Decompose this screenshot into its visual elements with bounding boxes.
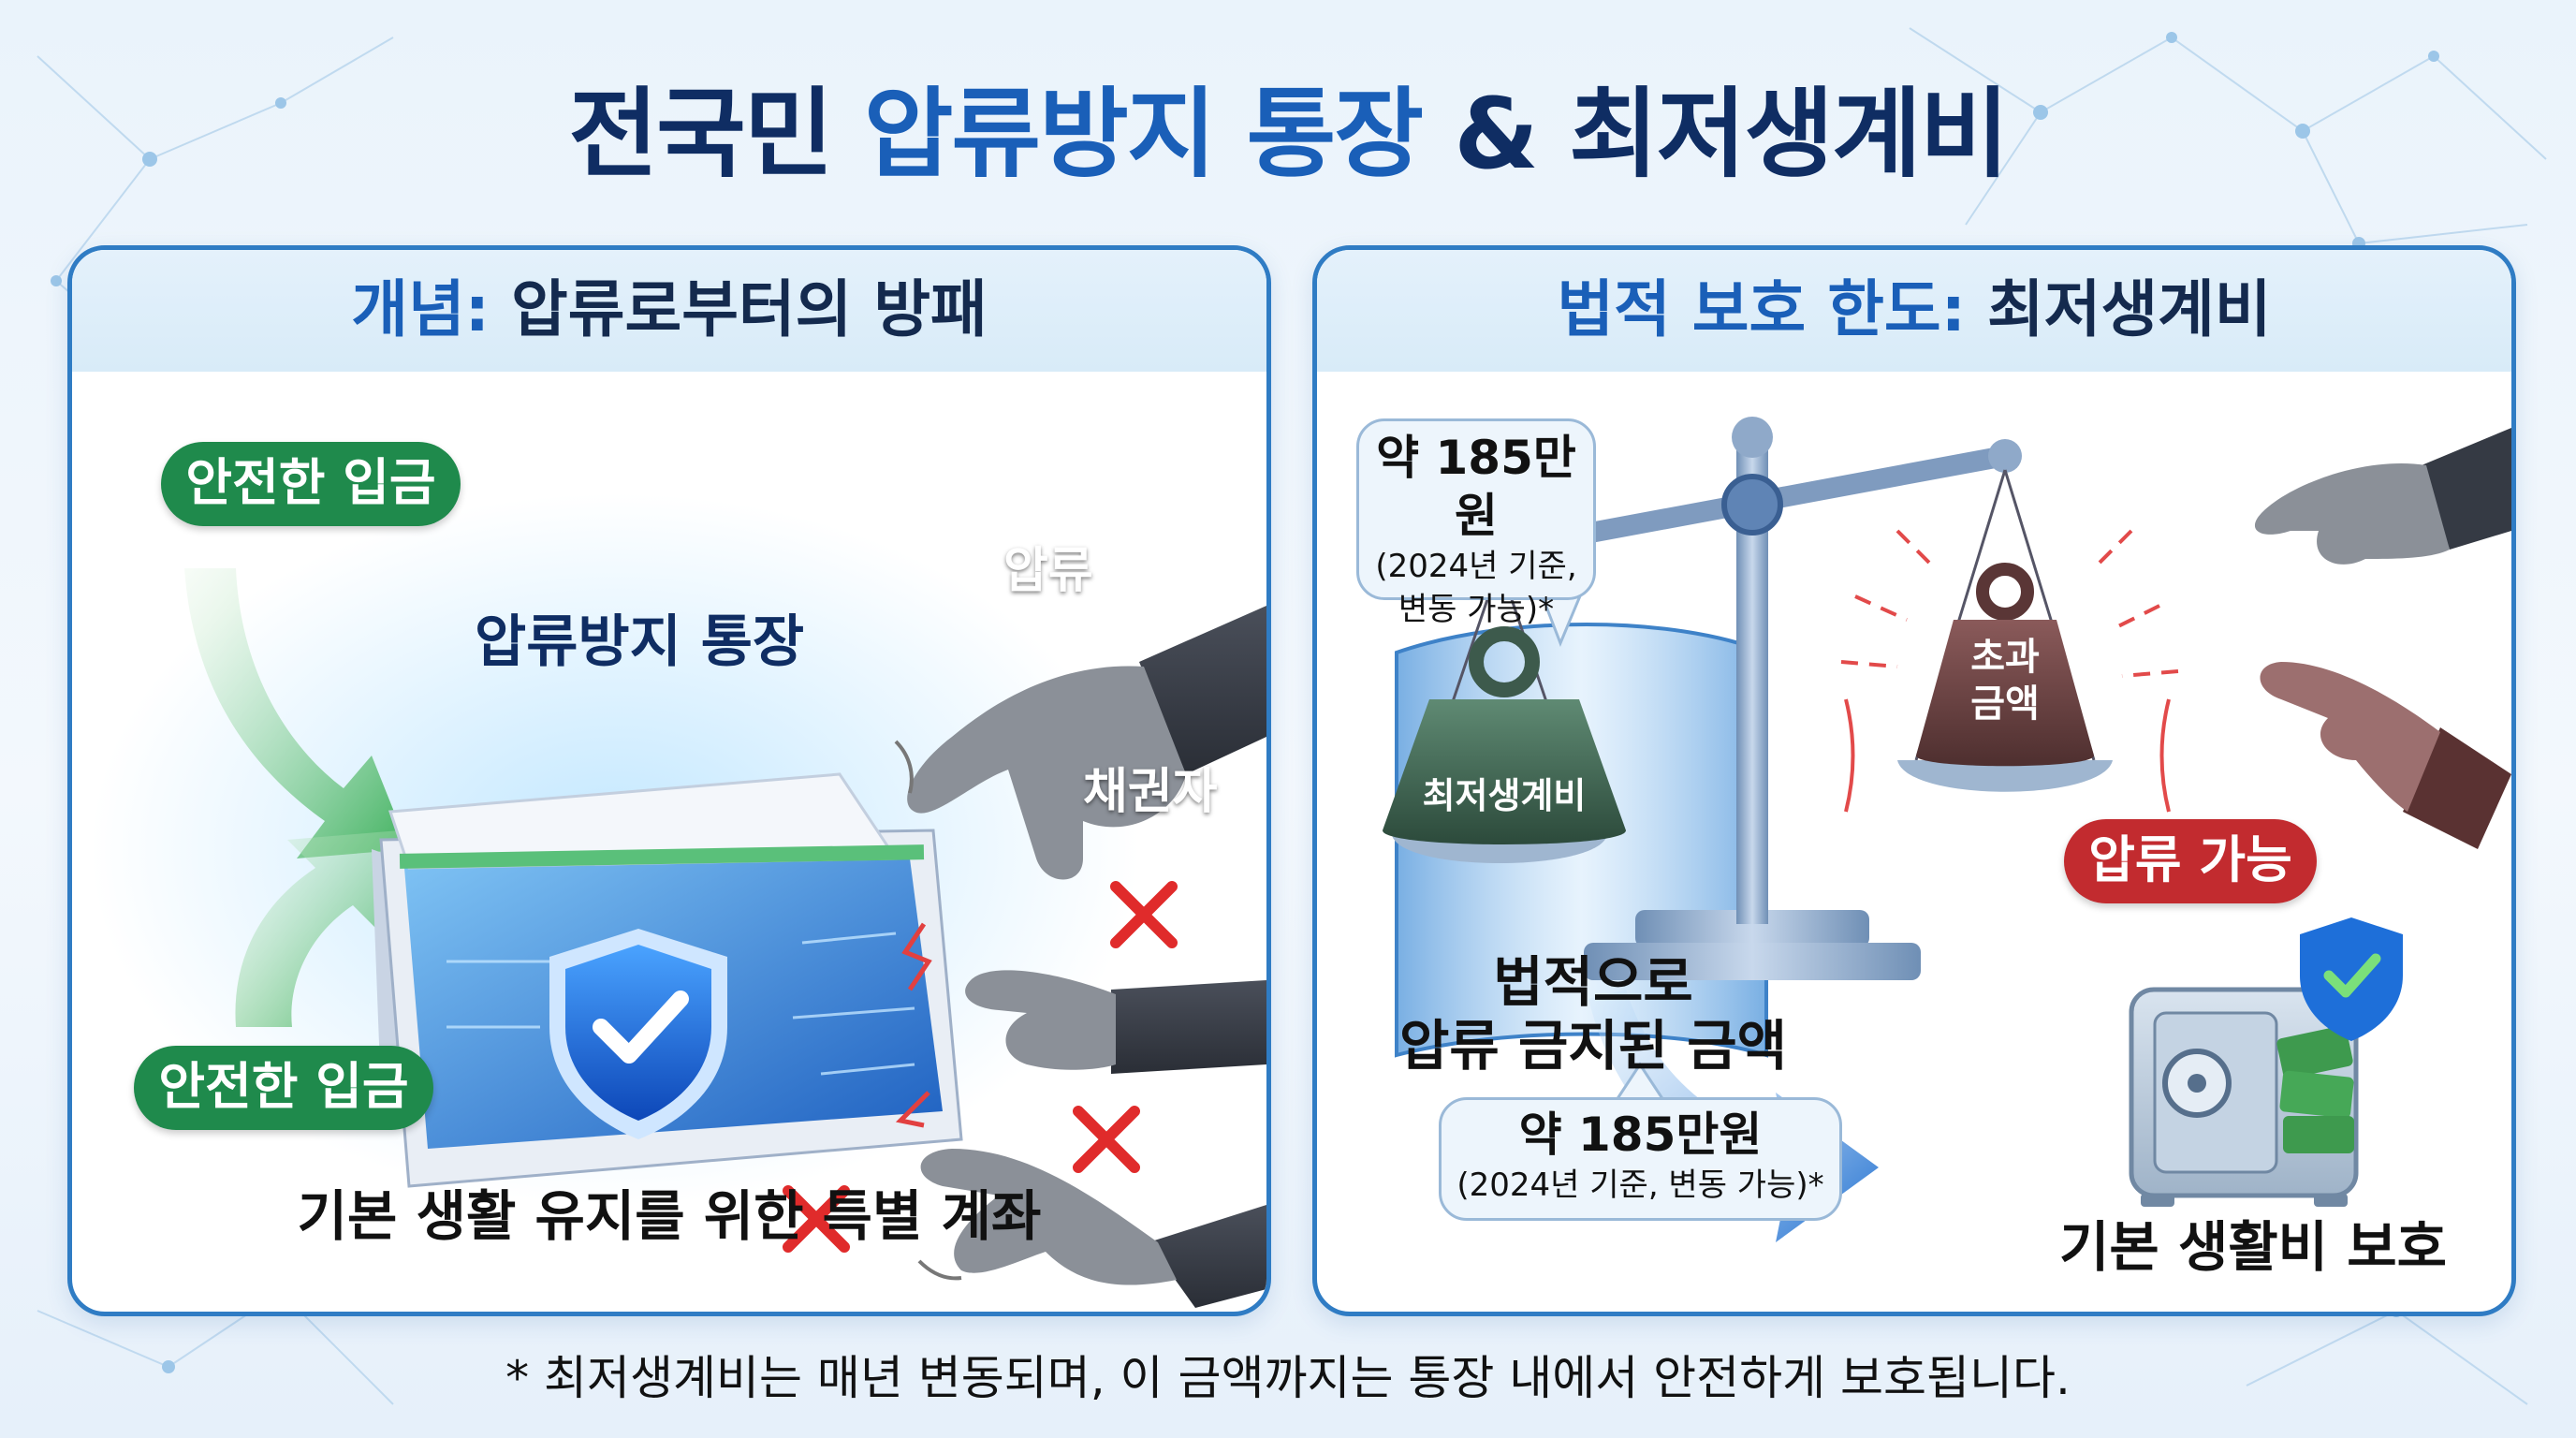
- deposit-pill-top: 안전한 입금: [161, 442, 461, 526]
- amount-bubble-bottom-value: 약 185만원: [1518, 1108, 1763, 1162]
- weight-icon-minimum: [1383, 626, 1626, 844]
- amount-bubble-top-note1: (2024년 기준,: [1375, 548, 1577, 585]
- hand-icon-bottom: [920, 1149, 1266, 1308]
- protected-caption: 법적으로 압류 금지된 금액: [1383, 950, 1804, 1078]
- amount-bubble-bottom: 약 185만원 (2024년 기준, 변동 가능)*: [1439, 1097, 1842, 1221]
- legal-header-text: 최저생계비: [1966, 273, 2272, 345]
- title-part1: 전국민: [568, 77, 864, 191]
- shield-check-icon-safe: [2300, 917, 2403, 1041]
- deposit-arrow-top: [184, 568, 409, 858]
- protected-caption-line1: 법적으로: [1493, 950, 1693, 1014]
- balance-scale-icon: [1392, 417, 2113, 980]
- amount-bubble-top: 약 185만원 (2024년 기준, 변동 가능)*: [1356, 418, 1596, 628]
- concept-header-text: 압류로부터의 방패: [490, 273, 988, 345]
- money-icon: [2276, 1025, 2354, 1153]
- weight-label-excess-line2: 금액: [1970, 682, 2040, 726]
- legal-illustration: [1383, 417, 2511, 1242]
- weight-label-minimum: 최저생계비: [1422, 775, 1587, 816]
- weight-label-excess-line1: 초과: [1970, 636, 2040, 679]
- title-part2: & 최저생계비: [1422, 77, 2009, 191]
- hand-icon-middle: [965, 970, 1266, 1074]
- amount-bubble-top-value: 약 185만원: [1376, 431, 1576, 543]
- protected-caption-line2: 압류 금지된 금액: [1399, 1014, 1787, 1078]
- passbook-label: 압류방지 통장: [475, 609, 805, 675]
- legal-header-highlight: 법적 보호 한도:: [1557, 273, 1967, 345]
- safe-icon: [2129, 987, 2359, 1207]
- concept-caption: 기본 생활 유지를 위한 특별 계좌: [297, 1184, 1042, 1248]
- concept-panel-header: 개념: 압류로부터의 방패: [72, 250, 1266, 372]
- legal-panel-header: 법적 보호 한도: 최저생계비: [1317, 250, 2511, 372]
- concept-illustration: [91, 493, 1266, 1308]
- shield-check-icon: [549, 929, 727, 1139]
- legal-limit-panel: 법적 보호 한도: 최저생계비: [1312, 245, 2516, 1316]
- hand-icon-top: [907, 606, 1266, 880]
- passbook: [372, 772, 963, 1188]
- amount-bubble-top-note2: 변동 가능)*: [1398, 591, 1555, 628]
- x-mark-icon: [783, 881, 1178, 1253]
- deposit-pill-bottom: 안전한 입금: [134, 1046, 433, 1130]
- footnote: * 최저생계비는 매년 변동되며, 이 금액까지는 통장 내에서 안전하게 보호…: [505, 1351, 2071, 1405]
- deposit-arrow-bottom: [235, 830, 400, 1027]
- seizable-pill: 압류 가능: [2064, 819, 2317, 903]
- concept-header-highlight: 개념:: [351, 273, 490, 345]
- concept-panel: 개념: 압류로부터의 방패: [67, 245, 1271, 1316]
- hand-label-creditor: 채권자: [1083, 764, 1218, 820]
- safe-caption: 기본 생활비 보호: [2059, 1215, 2447, 1279]
- page-title: 전국민 압류방지 통장 & 최저생계비: [0, 54, 2576, 196]
- weight-label-excess: 초과 금액: [1958, 634, 2052, 727]
- hand-label-seizure: 압류: [1003, 543, 1093, 599]
- weight-icon-excess: [1916, 563, 2094, 767]
- title-highlight: 압류방지 통장: [863, 77, 1424, 191]
- amount-bubble-bottom-note: (2024년 기준, 변동 가능)*: [1456, 1167, 1824, 1204]
